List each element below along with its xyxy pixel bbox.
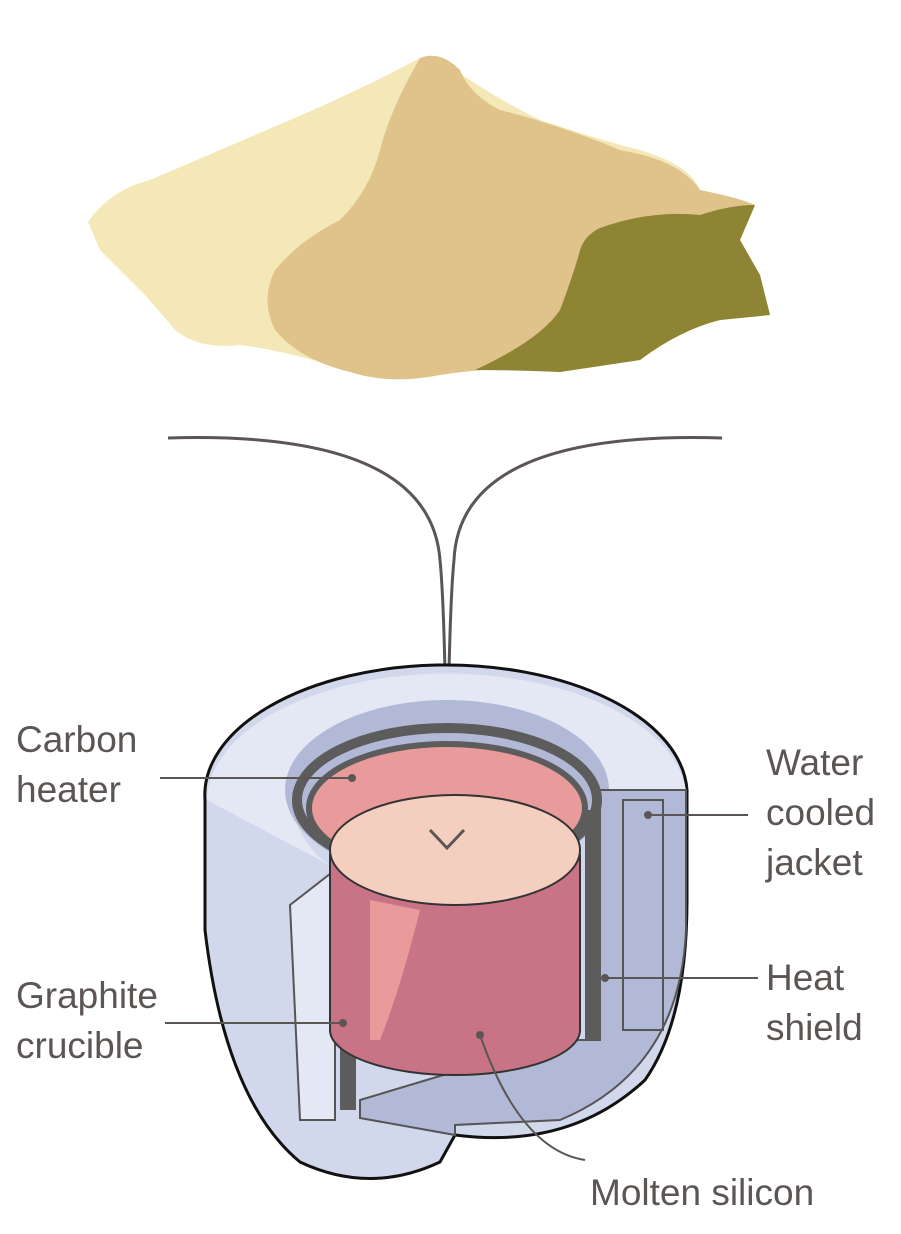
label-molten-silicon: Molten silicon bbox=[590, 1172, 814, 1213]
jacket-cut-face-left bbox=[288, 867, 336, 1121]
jacket-top-face bbox=[207, 673, 686, 868]
sand-dark bbox=[475, 205, 770, 372]
molten-silicon-top bbox=[329, 794, 581, 906]
leader-lines bbox=[160, 774, 758, 1161]
silicon-highlight bbox=[370, 900, 420, 1040]
arrow-head bbox=[428, 828, 466, 851]
label-carbon-heater: Carbon heater bbox=[16, 719, 148, 810]
label-water-cooled-jacket: Water cooled jacket bbox=[765, 742, 885, 883]
label-graphite-crucible: Graphite crucible bbox=[16, 975, 168, 1066]
jacket-cut-face-right bbox=[359, 789, 687, 1137]
sand-pile bbox=[88, 55, 770, 380]
jacket-channel bbox=[622, 799, 664, 1031]
heat-shield-wall-right bbox=[585, 810, 601, 1040]
label-heat-shield: Heat shield bbox=[766, 957, 863, 1048]
furnace bbox=[203, 663, 689, 1180]
